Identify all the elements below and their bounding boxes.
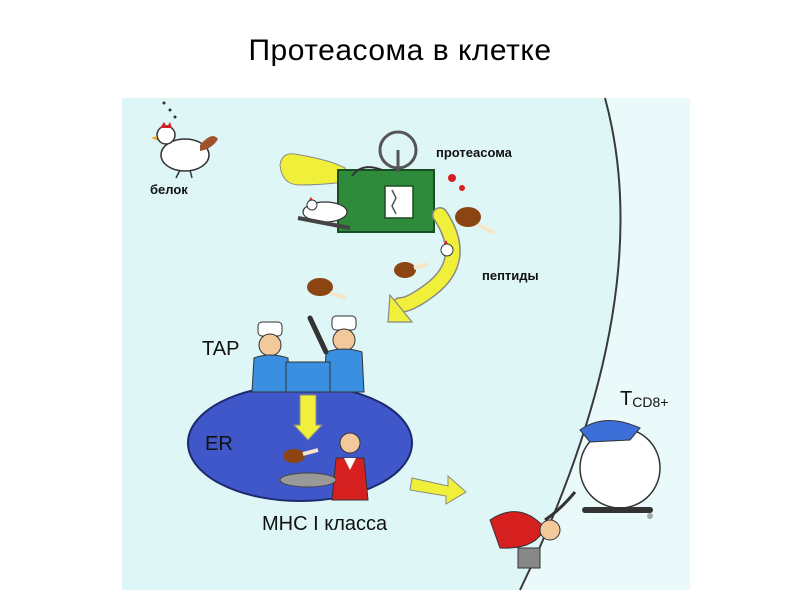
tcell-figure bbox=[544, 419, 661, 522]
drumstick-icon bbox=[307, 278, 347, 300]
tcell-label: TCD8+ bbox=[620, 388, 668, 410]
er-label: ER bbox=[205, 433, 233, 455]
drop-icon bbox=[448, 174, 456, 182]
serving-tray bbox=[279, 472, 337, 488]
mhc-label: MHC I класса bbox=[262, 513, 388, 535]
drumstick-icon bbox=[394, 262, 429, 278]
tap-label: TAP bbox=[202, 338, 239, 360]
presenting-waiter bbox=[489, 511, 561, 569]
chicken-icon bbox=[151, 101, 218, 179]
chicken-head-icon bbox=[440, 240, 454, 257]
tap-arrow bbox=[292, 394, 324, 441]
flow-arrow bbox=[393, 208, 460, 312]
proteasome-box bbox=[337, 169, 435, 233]
tap-funnel bbox=[285, 361, 331, 393]
export-arrow bbox=[409, 474, 467, 505]
drumstick-icon bbox=[455, 207, 496, 235]
arrow-head bbox=[387, 293, 414, 323]
tap-chef-right bbox=[307, 315, 365, 393]
proteasome-machine bbox=[279, 130, 435, 233]
waiter-figure bbox=[279, 432, 369, 501]
slide-title: Протеасома в клетке bbox=[248, 34, 552, 67]
proteasome-label: протеасома bbox=[436, 145, 513, 160]
drop-icon bbox=[459, 185, 465, 191]
tap-chef-left bbox=[251, 321, 291, 393]
peptides-label: пептиды bbox=[482, 268, 539, 283]
drumstick-icon bbox=[283, 448, 319, 463]
protein-label: белок bbox=[150, 182, 188, 197]
police-cap-icon bbox=[579, 419, 641, 443]
